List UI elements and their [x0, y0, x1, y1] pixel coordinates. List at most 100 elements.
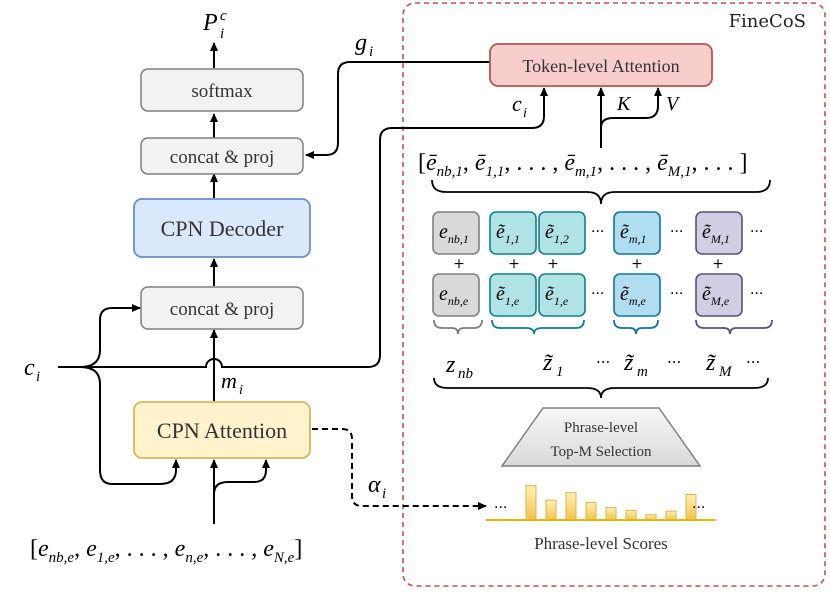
- scores-ellipsis-left: ···: [494, 500, 507, 516]
- row-ellipsis-5: ···: [750, 286, 763, 302]
- elem-row1-3-box: [613, 211, 661, 255]
- elem-row2-1-box: [489, 273, 537, 317]
- score-bar-0: [525, 485, 537, 521]
- elem-row2-2-label: ẽ1,e: [545, 283, 569, 308]
- cpn-attention-label: CPN Attention: [157, 418, 287, 443]
- m-label: m i: [221, 368, 243, 398]
- concat-proj-bottom-label: concat & proj: [170, 299, 274, 320]
- svg-text:g: g: [355, 30, 367, 56]
- elem-row1-4-box: [695, 211, 743, 255]
- z-M-label: z̃ M: [705, 350, 733, 380]
- plus-sign-2: +: [547, 256, 559, 272]
- score-bar-7: [665, 510, 677, 521]
- svg-text:P: P: [202, 10, 218, 36]
- topm-selection-trapezoid: [500, 407, 702, 467]
- z-brace: [433, 377, 769, 399]
- g-route: [305, 61, 490, 159]
- svg-text:c: c: [512, 91, 522, 116]
- elem-row1-0-box: [432, 211, 480, 255]
- elem-row2-4-box: [695, 273, 743, 317]
- c-input-label: c i: [24, 355, 40, 385]
- elem-row2-1-label: ẽ1,e: [496, 283, 520, 308]
- elem-row2-0-label: enb,e: [439, 283, 469, 308]
- plus-sign-3: +: [631, 256, 643, 272]
- top-sequence: [ēnb,1, ē1,1, . . . , ēm,1, . . . , ēM,1…: [418, 150, 747, 180]
- softmax-label: softmax: [191, 81, 253, 102]
- svg-text:nb: nb: [458, 366, 474, 382]
- alpha-label: α i: [368, 472, 386, 502]
- z-1-label: z̃ 1: [542, 350, 564, 380]
- token-attention-label: Token-level Attention: [522, 56, 679, 76]
- svg-text:1: 1: [556, 364, 564, 380]
- svg-text:α: α: [368, 472, 381, 498]
- softmax-box: [140, 68, 304, 112]
- concat-proj-top-label: concat & proj: [170, 147, 274, 168]
- top-brace: [431, 179, 771, 205]
- v-label: V: [666, 93, 681, 115]
- brace-1: [491, 319, 585, 335]
- svg-text:i: i: [523, 106, 527, 121]
- row-ellipsis-0: ···: [591, 224, 604, 240]
- svg-text:c: c: [24, 355, 35, 381]
- finecos-frame: [402, 2, 826, 587]
- output-label: P c i: [202, 8, 227, 42]
- row-ellipsis-1: ···: [670, 224, 683, 240]
- brace-M: [695, 319, 773, 335]
- plus-sign-4: +: [712, 256, 724, 272]
- token-c-label: c i: [512, 91, 527, 121]
- input-to-attention-right: [213, 459, 270, 495]
- score-bar-3: [585, 501, 597, 521]
- g-label: g i: [355, 30, 373, 60]
- brace-m: [613, 319, 659, 335]
- svg-text:i: i: [36, 369, 40, 385]
- c-to-concat-bottom: [79, 304, 141, 368]
- alpha-route: [312, 428, 487, 510]
- elem-row1-1-label: ẽ1,1: [496, 221, 520, 246]
- cpn-decoder-box: [133, 198, 311, 258]
- input-sequence: [enb,e, e1,e, . . . , en,e, . . . , eN,e…: [30, 536, 302, 566]
- topm-selection-line1: Phrase-level: [564, 420, 638, 436]
- elem-row2-3-label: ẽm,e: [620, 283, 647, 308]
- scores-ellipsis-right: ···: [692, 500, 705, 516]
- elem-row1-4-label: ẽM,1: [702, 221, 730, 246]
- phrase-score-bars: [525, 485, 697, 521]
- elem-row1-2-box: [538, 211, 586, 255]
- finecos-title: FineCoS: [729, 11, 806, 32]
- c-to-attention: [79, 366, 180, 485]
- score-bar-5: [625, 509, 637, 521]
- kv-arrow-v: [600, 87, 662, 129]
- z-ellipsis-1: ···: [596, 353, 610, 371]
- concat-proj-top-box: [140, 137, 304, 175]
- svg-text:m: m: [637, 364, 648, 380]
- svg-text:M: M: [718, 364, 733, 380]
- scores-label: Phrase-level Scores: [534, 534, 668, 553]
- svg-text:z̃: z̃: [542, 350, 554, 376]
- c-to-token-attention: [80, 87, 548, 368]
- svg-text:i: i: [382, 486, 386, 502]
- concat-proj-bottom-box: [140, 286, 304, 330]
- elem-row1-3-label: ẽm,1: [620, 221, 647, 246]
- elem-row1-1-box: [489, 211, 537, 255]
- z-nb-label: z nb: [445, 352, 474, 382]
- cpn-decoder-label: CPN Decoder: [161, 216, 284, 241]
- z-ellipsis-2: ···: [667, 353, 681, 371]
- row-ellipsis-4: ···: [670, 286, 683, 302]
- z-m-label: z̃ m: [623, 350, 648, 380]
- topm-selection-line2: Top-M Selection: [550, 444, 652, 460]
- elem-row1-0-label: enb,1: [439, 221, 469, 246]
- score-bar-2: [565, 492, 577, 521]
- svg-text:m: m: [221, 368, 237, 393]
- svg-text:z̃: z̃: [705, 350, 717, 376]
- elem-row1-2-label: ẽ1,2: [545, 221, 569, 246]
- svg-text:i: i: [369, 44, 373, 60]
- token-attention-box: [489, 43, 713, 87]
- brace-nb: [433, 319, 483, 335]
- svg-text:i: i: [220, 26, 224, 42]
- elem-row2-3-box: [613, 273, 661, 317]
- cpn-attention-box: [133, 401, 311, 459]
- score-bar-1: [545, 499, 557, 521]
- svg-text:z: z: [445, 352, 456, 378]
- elem-row2-0-box: [432, 273, 480, 317]
